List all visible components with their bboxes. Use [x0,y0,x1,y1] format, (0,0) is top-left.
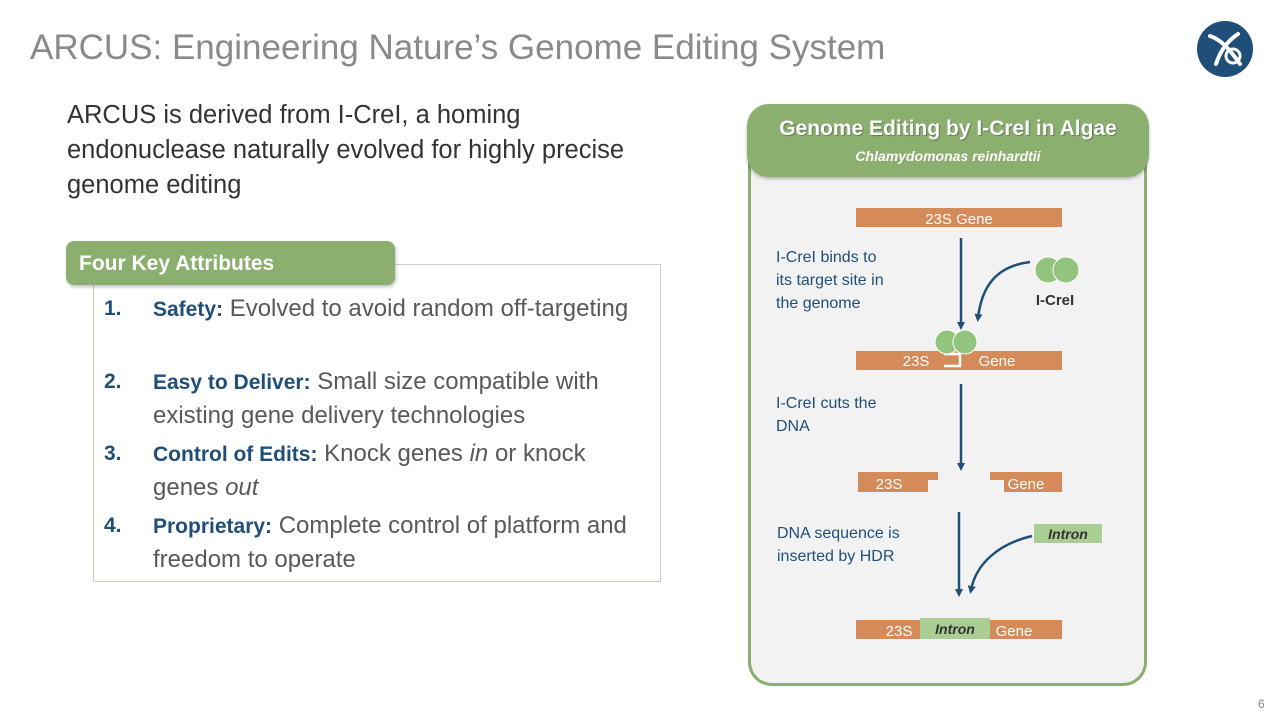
genome-editing-panel [748,105,1147,686]
attribute-label: Proprietary: [153,515,273,538]
intro-text: ARCUS is derived from I-CreI, a homing e… [67,101,625,199]
attribute-text: or knock genes [153,440,586,501]
page-number: 6 [1258,697,1265,711]
step3-text-line: inserted by HDR [777,548,894,565]
curved-arrow [974,260,1031,322]
attribute-item: 4. Proprietary: Complete control of plat… [104,509,654,576]
company-logo-icon [1196,20,1254,78]
gene-bar-label: Gene [1008,476,1045,493]
panel-title: Genome Editing by I-CreI in Algae [779,117,1117,140]
genome-editing-diagram: 23S Gene I-CreI binds to its target site… [776,208,1102,640]
gene-bar-label: 23S [903,353,930,370]
attribute-number: 2. [104,370,122,393]
intron-segment [920,618,990,639]
step2-text-line: DNA [776,418,810,435]
attribute-text: Evolved to avoid random off-targeting [223,295,629,322]
attribute-text: Complete control of platform and freedom… [153,512,627,573]
attribute-number: 3. [104,442,122,465]
curved-arrow [967,534,1033,594]
cut-site-icon [944,352,962,368]
gene-bar-label: 23S [886,623,913,640]
step3-text-line: DNA sequence is [777,525,900,542]
attribute-item: 1. Safety: Evolved to avoid random off-t… [104,292,654,326]
step1-text-line: the genome [776,295,861,312]
intron-insert [1034,524,1102,543]
attribute-item: 2. Easy to Deliver: Small size compatibl… [104,365,654,432]
enzyme-label: I-CreI [1036,292,1074,309]
attribute-text: Small size compatible with existing gene… [153,368,599,429]
attribute-item: 3. Control of Edits: Knock genes in or k… [104,437,654,504]
intron-label: Intron [935,621,975,637]
step2-text-line: I-CreI cuts the [776,395,877,412]
gene-bar-label: Gene [996,623,1033,640]
attribute-text: Knock genes [317,440,470,467]
panel-header [747,104,1149,177]
attribute-text-italic: in [469,440,489,467]
attributes-tab: Four Key Attributes [66,241,395,285]
gene-bar-label: 23S Gene [925,211,993,228]
bound-enzyme-icon [934,329,978,355]
attribute-text-italic: out [225,474,259,501]
icrei-enzyme-icon [1034,256,1080,284]
attribute-number: 4. [104,514,122,537]
step1-text-line: I-CreI binds to [776,249,877,266]
gene-bar-label: Gene [979,353,1016,370]
cut-gene-right [990,472,1062,492]
attribute-label: Easy to Deliver: [153,371,311,394]
attribute-label: Safety: [153,298,224,321]
intron-label: Intron [1048,526,1088,542]
cut-gene-left [858,472,938,492]
attribute-number: 1. [104,297,122,320]
gene-bar-label: 23S [876,476,903,493]
attribute-label: Control of Edits: [153,443,318,466]
page-title: ARCUS: Engineering Nature’s Genome Editi… [30,28,886,67]
panel-subtitle: Chlamydomonas reinhardtii [855,148,1041,164]
gene-bar-23s [856,208,1062,227]
step1-text-line: its target site in [776,272,884,289]
